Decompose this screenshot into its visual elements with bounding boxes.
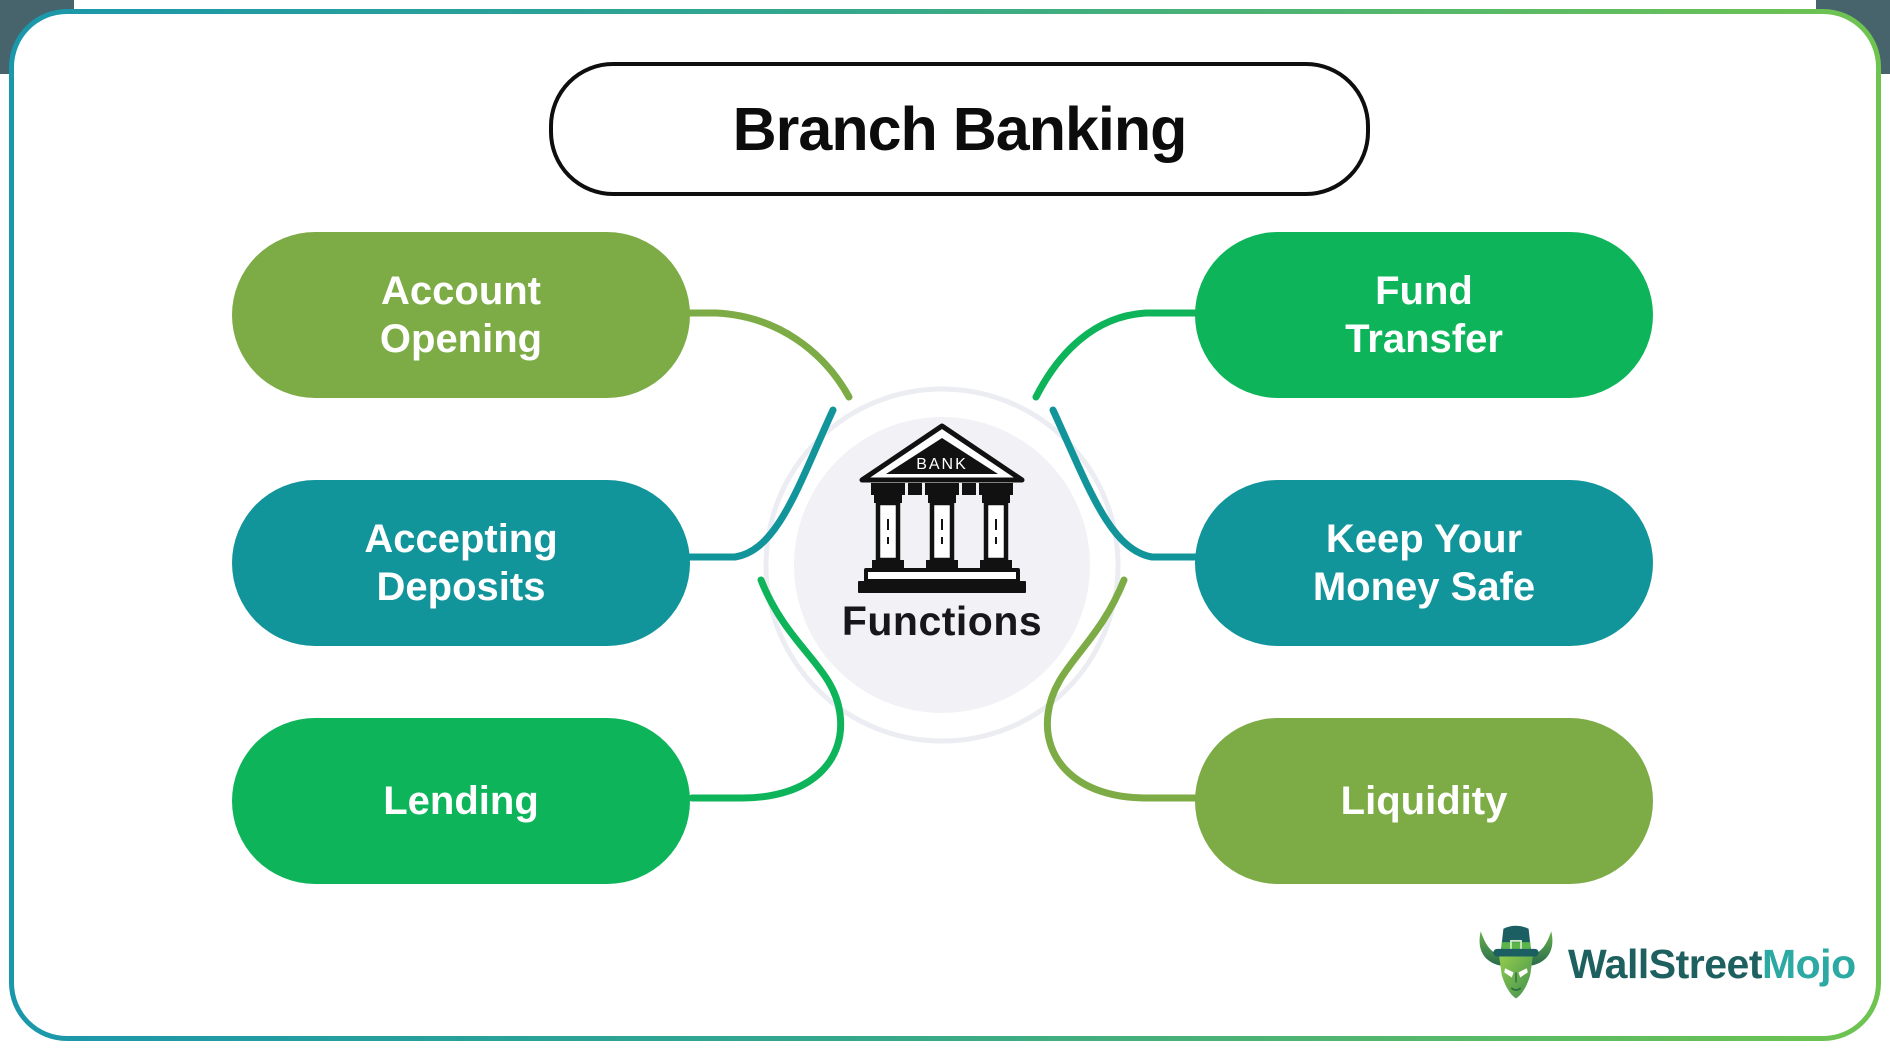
pill-liquidity: Liquidity	[1195, 718, 1653, 884]
pill-account-opening: Account Opening	[232, 232, 690, 398]
bank-sign-text: BANK	[916, 456, 968, 473]
wallstreetmojo-bull-icon	[1479, 925, 1553, 999]
page-title: Branch Banking	[732, 95, 1188, 163]
connector-lending	[688, 576, 845, 802]
pill-keep-your-money-safe: Keep Your Money Safe	[1195, 480, 1653, 646]
pill-lending: Lending	[232, 718, 690, 884]
pill-fund-transfer: Fund Transfer	[1195, 232, 1653, 398]
pill-accepting-deposits: Accepting Deposits	[232, 480, 690, 646]
connector-accepting-deposits	[686, 406, 837, 561]
wallstreetmojo-logo[interactable]: WallStreetMojo	[1474, 922, 1856, 1006]
connector-fund-transfer	[1032, 309, 1200, 401]
center-label: Functions	[841, 598, 1043, 644]
wallstreetmojo-wordmark: WallStreetMojo	[1568, 941, 1856, 988]
bank-building-icon: BANK	[858, 423, 1026, 593]
connector-keep-your-money-safe	[1049, 406, 1200, 561]
connector-liquidity	[1043, 576, 1201, 802]
outer-ring	[763, 386, 1121, 744]
title-banner: Branch Banking	[549, 62, 1370, 196]
logo-text-primary: WallStreet	[1568, 940, 1762, 987]
connector-account-opening	[686, 309, 853, 401]
logo-text-accent: Mojo	[1761, 940, 1856, 987]
